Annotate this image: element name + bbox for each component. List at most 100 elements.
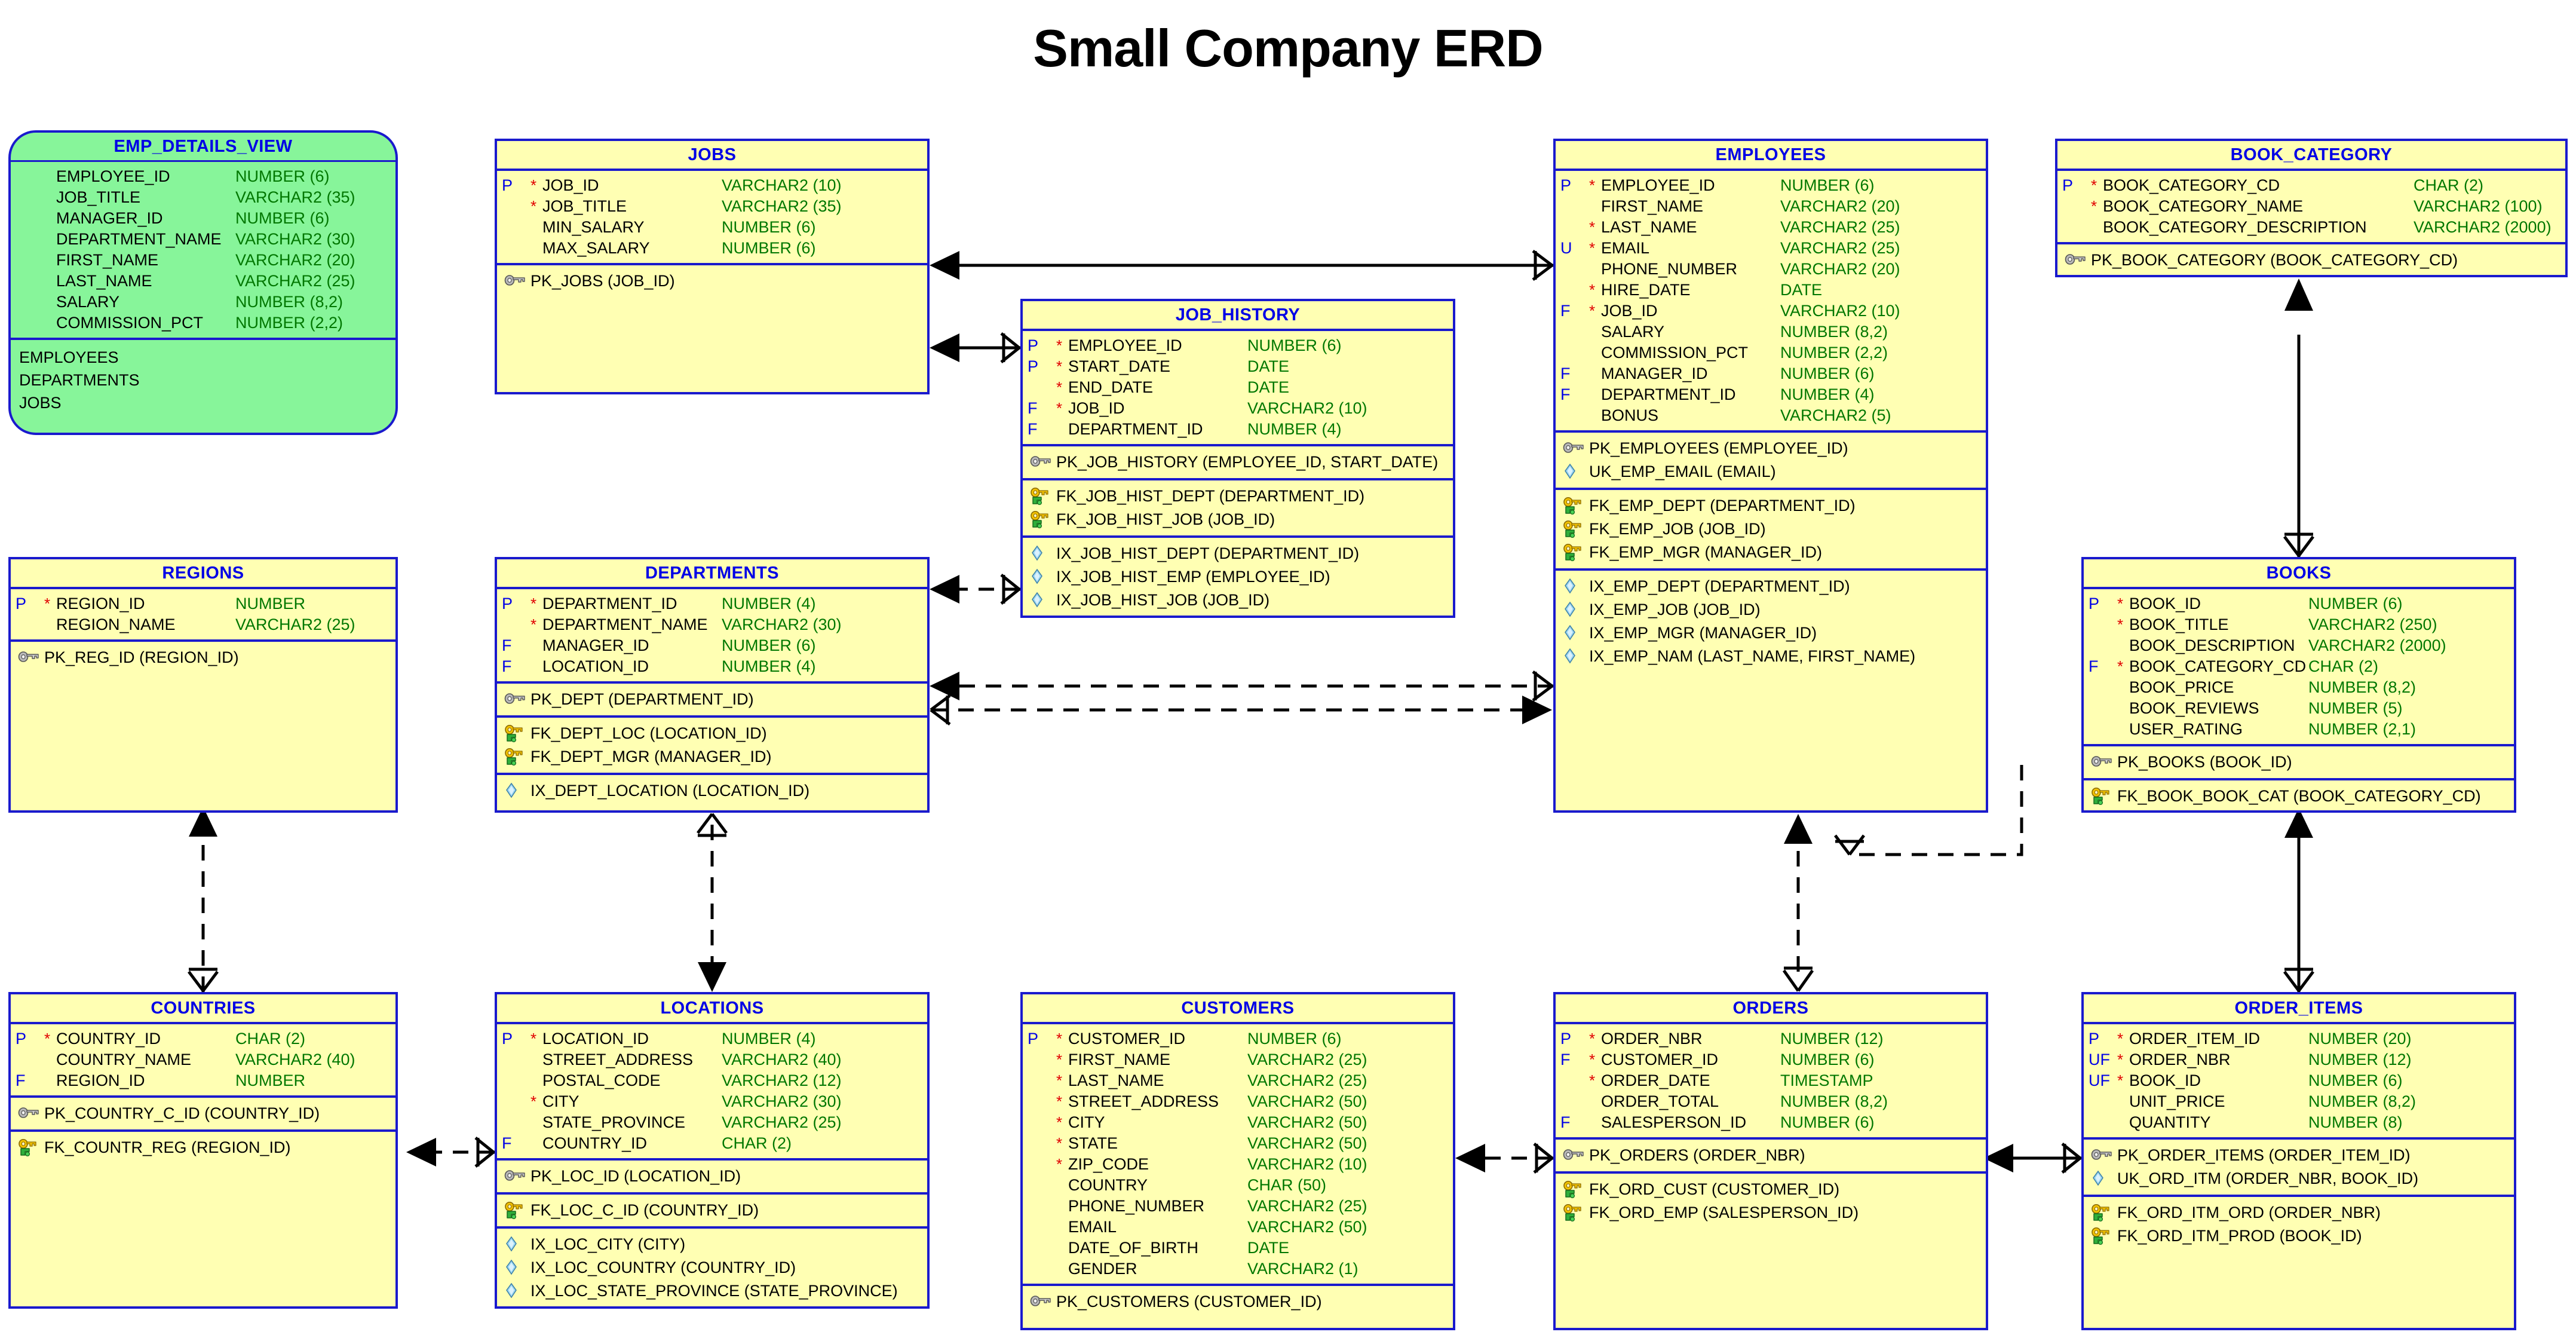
attribute-datatype: VARCHAR2 (50) — [1247, 1092, 1367, 1110]
attribute-key-flag: F — [1560, 1051, 1571, 1068]
attribute-required-marker: * — [1056, 1051, 1063, 1068]
rel-jobhistory-departments — [930, 574, 1020, 605]
attribute-datatype: CHAR (2) — [2414, 176, 2484, 194]
index-key-icon — [504, 1259, 527, 1277]
attribute-name: EMPLOYEE_ID — [56, 167, 170, 185]
constraint-label: IX_LOC_STATE_PROVINCE (STATE_PROVINCE) — [530, 1282, 898, 1300]
attribute-datatype: NUMBER (12) — [1780, 1030, 1884, 1048]
constraint-section: PK_CUSTOMERS (CUSTOMER_ID) — [1023, 1286, 1453, 1318]
foreign-key-icon — [2091, 787, 2114, 806]
attribute-datatype: VARCHAR2 (25) — [722, 1113, 842, 1131]
foreign-key-icon — [1563, 497, 1586, 515]
attribute-datatype: TIMESTAMP — [1780, 1071, 1873, 1089]
constraint-section: FK_BOOK_BOOK_CAT (BOOK_CATEGORY_CD) — [2084, 780, 2514, 810]
attribute-key-flag: F — [502, 657, 512, 675]
attribute-datatype: NUMBER (2,2) — [1780, 344, 1888, 362]
attribute-required-marker: * — [1588, 1051, 1596, 1068]
constraint-row: FK_BOOK_BOOK_CAT (BOOK_CATEGORY_CD) — [2084, 785, 2514, 808]
constraint-label: FK_COUNTR_REG (REGION_ID) — [44, 1138, 291, 1156]
rel-employees-jobs — [930, 250, 1553, 281]
attribute-datatype: NUMBER (6) — [235, 167, 330, 185]
attribute-required-marker: * — [2090, 176, 2097, 194]
attribute-name: CITY — [542, 1092, 579, 1110]
attribute-datatype: VARCHAR2 (25) — [1247, 1051, 1367, 1068]
constraint-section: PK_ORDERS (ORDER_NBR) — [1556, 1140, 1986, 1174]
constraint-row: IX_EMP_NAM (LAST_NAME, FIRST_NAME) — [1556, 645, 1986, 668]
constraint-label: IX_EMP_JOB (JOB_ID) — [1589, 601, 1761, 619]
attribute-name: SALARY — [56, 293, 120, 311]
primary-key-icon — [18, 1105, 41, 1123]
attribute-datatype: NUMBER (8,2) — [2308, 1092, 2416, 1110]
attribute-datatype: VARCHAR2 (12) — [722, 1071, 842, 1089]
constraint-label: FK_JOB_HIST_JOB (JOB_ID) — [1056, 510, 1275, 528]
attribute-datatype: NUMBER (4) — [1780, 385, 1875, 403]
constraint-label: IX_EMP_NAM (LAST_NAME, FIRST_NAME) — [1589, 647, 1916, 665]
constraint-row: FK_JOB_HIST_DEPT (DEPARTMENT_ID) — [1023, 485, 1453, 508]
attribute-datatype: NUMBER (6) — [1780, 1113, 1875, 1131]
foreign-key-icon — [1563, 1180, 1586, 1199]
constraint-label: PK_CUSTOMERS (CUSTOMER_ID) — [1056, 1293, 1322, 1311]
constraint-row: FK_ORD_CUST (CUSTOMER_ID) — [1556, 1178, 1986, 1201]
constraint-label: PK_BOOK_CATEGORY (BOOK_CATEGORY_CD) — [2091, 251, 2458, 269]
attribute-name: LAST_NAME — [1601, 218, 1697, 236]
attribute-name: DEPARTMENT_NAME — [542, 616, 708, 633]
attribute-key-flag: P — [16, 595, 27, 613]
attribute-datatype: DATE — [1247, 378, 1290, 396]
attribute-datatype: VARCHAR2 (20) — [1780, 260, 1900, 278]
attribute-datatype: VARCHAR2 (25) — [1780, 218, 1900, 236]
attribute-name: BOOK_CATEGORY_NAME — [2103, 197, 2304, 215]
constraint-row: PK_REG_ID (REGION_ID) — [11, 646, 395, 669]
attribute-datatype: NUMBER (2,2) — [235, 314, 344, 332]
attribute-name: START_DATE — [1068, 357, 1171, 375]
foreign-key-icon — [1563, 520, 1586, 538]
attribute-datatype: VARCHAR2 (10) — [1780, 302, 1900, 320]
constraint-row: FK_LOC_C_ID (COUNTRY_ID) — [497, 1199, 927, 1222]
attribute-datatype: VARCHAR2 (250) — [2308, 616, 2437, 633]
attribute-required-marker: * — [2090, 197, 2097, 215]
constraint-label: IX_JOB_HIST_EMP (EMPLOYEE_ID) — [1056, 568, 1330, 586]
rel-orderitems-orders — [1983, 1143, 2081, 1174]
attribute-name: MIN_SALARY — [542, 218, 645, 236]
constraint-label: FK_LOC_C_ID (COUNTRY_ID) — [530, 1201, 759, 1219]
attribute-datatype: VARCHAR2 (1) — [1247, 1260, 1358, 1278]
attribute-key-flag: P — [1560, 176, 1572, 194]
attribute-name: STREET_ADDRESS — [1068, 1092, 1219, 1110]
index-key-icon — [1563, 578, 1586, 596]
attribute-name: SALARY — [1601, 323, 1665, 341]
attribute-datatype: VARCHAR2 (50) — [1247, 1218, 1367, 1236]
constraint-row: IX_EMP_MGR (MANAGER_ID) — [1556, 621, 1986, 645]
constraint-row: FK_EMP_JOB (JOB_ID) — [1556, 518, 1986, 541]
constraint-section: PK_REG_ID (REGION_ID) — [11, 642, 395, 673]
attribute-name: COUNTRY_NAME — [56, 1051, 192, 1068]
attribute-key-flag: P — [2089, 595, 2100, 613]
